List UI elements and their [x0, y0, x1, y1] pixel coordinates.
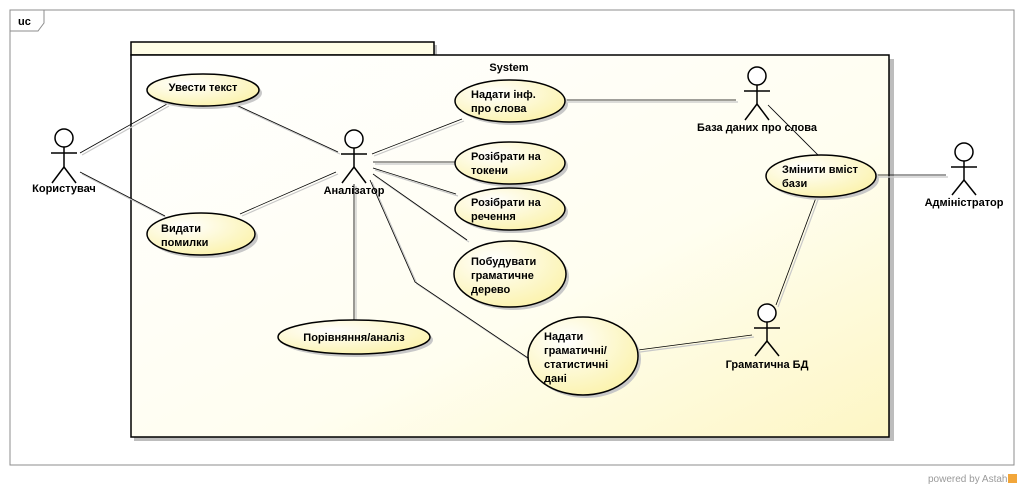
astah-watermark: powered by Astah — [928, 474, 1017, 485]
use-case-parse-tokens-label: Розібрати на токени — [471, 151, 544, 177]
use-case-show-errors[interactable]: Видати помилки — [146, 212, 258, 258]
use-case-grammar-data-label: Надати граматичні/ статистичні дані — [544, 331, 611, 385]
frame-tag: uc — [18, 16, 31, 28]
use-case-grammar-data[interactable]: Надати граматичні/ статистичні дані — [527, 316, 641, 398]
watermark-text: powered by Astah — [928, 474, 1008, 485]
line-1: Надати — [544, 331, 583, 343]
use-case-compare-label: Порівняння/аналіз — [303, 332, 405, 344]
line-2: граматичні/ — [544, 345, 607, 357]
use-case-parse-tokens[interactable]: Розібрати на токени — [454, 141, 568, 187]
actor-admin[interactable]: Адміністратор — [925, 142, 1004, 209]
actor-word-db-label: База даних про слова — [697, 122, 818, 134]
actor-word-db[interactable]: База даних про слова — [697, 66, 818, 134]
line-2: бази — [782, 178, 807, 190]
use-case-change-db[interactable]: Змінити вміст бази — [765, 154, 879, 200]
use-case-change-db-label: Змінити вміст бази — [782, 164, 861, 190]
line-1: Розібрати на — [471, 151, 542, 163]
line-2: помилки — [161, 237, 208, 249]
line-1: Змінити вміст — [782, 164, 859, 176]
line-2: про слова — [471, 103, 527, 115]
actor-user-label: Користувач — [32, 183, 96, 195]
line-1: Порівняння/аналіз — [303, 332, 405, 344]
actor-admin-label: Адміністратор — [925, 197, 1004, 209]
use-case-enter-text[interactable]: Увести текст — [146, 73, 262, 109]
use-case-parse-sentences[interactable]: Розібрати на речення — [454, 187, 568, 233]
use-case-enter-text-label: Увести текст — [169, 82, 238, 94]
line-1: Увести текст — [169, 82, 238, 94]
line-1: Видати — [161, 223, 201, 235]
line-2: речення — [471, 211, 516, 223]
system-title: System — [489, 62, 528, 74]
line-2: токени — [471, 165, 508, 177]
actor-grammar-db-label: Граматична БД — [726, 359, 809, 371]
use-case-word-info[interactable]: Надати інф. про слова — [454, 79, 568, 125]
actor-analyzer-label: Аналізатор — [324, 185, 385, 197]
use-case-parse-sentences-label: Розібрати на речення — [471, 197, 544, 223]
use-case-compare[interactable]: Порівняння/аналіз — [277, 319, 433, 357]
line-1: Розібрати на — [471, 197, 542, 209]
use-case-show-errors-label: Видати помилки — [161, 223, 208, 249]
actor-user[interactable]: Користувач — [32, 128, 96, 195]
actor-grammar-db[interactable]: Граматична БД — [726, 303, 809, 371]
use-case-build-tree[interactable]: Побудувати граматичне дерево — [453, 240, 569, 310]
line-2: граматичне — [471, 270, 534, 282]
line-3: дерево — [471, 284, 511, 296]
line-3: статистичні — [544, 359, 608, 371]
use-case-build-tree-label: Побудувати граматичне дерево — [471, 256, 539, 296]
use-case-word-info-label: Надати інф. про слова — [471, 89, 539, 115]
associations — [79, 99, 948, 361]
line-4: дані — [544, 373, 567, 385]
line-1: Надати інф. — [471, 89, 536, 101]
line-1: Побудувати — [471, 256, 536, 268]
astah-logo-icon — [1008, 474, 1017, 483]
actor-analyzer[interactable]: Аналізатор — [324, 129, 385, 197]
